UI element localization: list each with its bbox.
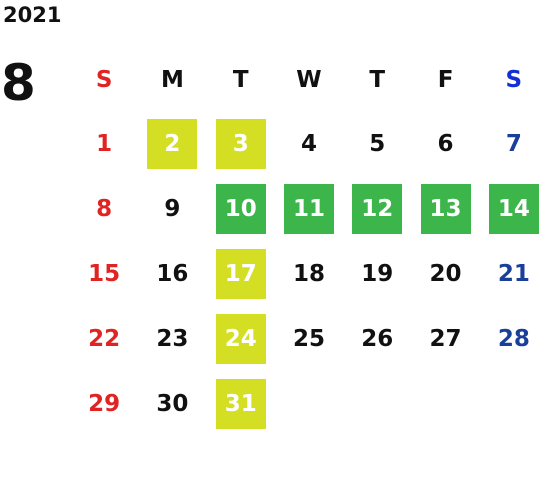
day-number: 1 [96, 130, 113, 157]
weekday-mon: M [160, 66, 184, 93]
day-number: 5 [369, 130, 386, 157]
day-cell[interactable]: 2 [138, 118, 206, 169]
day-number: 3 [215, 118, 266, 169]
weekday-sat: S [505, 66, 523, 93]
day-cell[interactable]: 11 [275, 183, 343, 234]
day-number: 10 [215, 183, 266, 234]
day-cell[interactable]: 19 [343, 249, 411, 299]
day-number: 20 [429, 260, 462, 287]
weekday-thu: T [369, 66, 386, 93]
day-cell[interactable]: 6 [411, 119, 479, 169]
day-cell[interactable]: 13 [411, 183, 479, 234]
day-cell[interactable]: 26 [343, 314, 411, 364]
day-number: 17 [215, 248, 266, 299]
day-number: 31 [215, 378, 266, 429]
day-number: 30 [156, 390, 189, 417]
week-row: 29 30 31 [70, 371, 548, 436]
day-number: 23 [156, 325, 189, 352]
day-cell[interactable]: 21 [480, 249, 548, 299]
week-row: 15 16 17 18 19 20 21 [70, 241, 548, 306]
day-cell[interactable]: 20 [411, 249, 479, 299]
weekday-header-row: S M T W T F S [70, 48, 548, 111]
day-cell[interactable]: 15 [70, 249, 138, 299]
day-cell[interactable]: 28 [480, 314, 548, 364]
day-number: 11 [283, 183, 334, 234]
week-row: 8 9 10 11 12 13 14 [70, 176, 548, 241]
day-number: 29 [88, 390, 121, 417]
calendar-year: 2021 [3, 3, 62, 27]
day-cell[interactable]: 17 [207, 248, 275, 299]
day-number: 16 [156, 260, 189, 287]
day-number: 9 [164, 195, 181, 222]
day-number: 8 [96, 195, 113, 222]
day-cell[interactable]: 24 [207, 313, 275, 364]
day-cell[interactable]: 12 [343, 183, 411, 234]
day-number: 4 [300, 130, 317, 157]
day-number: 15 [88, 260, 121, 287]
day-number: 13 [420, 183, 471, 234]
day-number: 24 [215, 313, 266, 364]
day-number: 21 [497, 260, 530, 287]
day-cell[interactable]: 22 [70, 314, 138, 364]
day-cell[interactable]: 31 [207, 378, 275, 429]
day-number: 27 [429, 325, 462, 352]
day-cell[interactable]: 23 [138, 314, 206, 364]
day-cell[interactable]: 4 [275, 119, 343, 169]
day-cell[interactable]: 18 [275, 249, 343, 299]
day-number: 26 [361, 325, 394, 352]
calendar-month: 8 [1, 54, 36, 112]
day-number: 28 [497, 325, 530, 352]
day-cell[interactable]: 25 [275, 314, 343, 364]
day-cell[interactable]: 16 [138, 249, 206, 299]
week-row: 22 23 24 25 26 27 28 [70, 306, 548, 371]
day-cell[interactable]: 5 [343, 119, 411, 169]
weekday-tue: T [232, 66, 249, 93]
day-cell[interactable]: 10 [207, 183, 275, 234]
day-number: 19 [361, 260, 394, 287]
day-cell[interactable]: 3 [207, 118, 275, 169]
day-number: 12 [352, 183, 403, 234]
day-cell[interactable]: 30 [138, 379, 206, 429]
day-cell[interactable]: 29 [70, 379, 138, 429]
day-number: 22 [88, 325, 121, 352]
day-cell[interactable]: 9 [138, 184, 206, 234]
day-cell[interactable]: 7 [480, 119, 548, 169]
day-number: 14 [488, 183, 539, 234]
weekday-sun: S [95, 66, 113, 93]
day-number: 6 [437, 130, 454, 157]
day-number: 18 [292, 260, 325, 287]
day-number: 25 [292, 325, 325, 352]
day-number: 2 [147, 118, 198, 169]
weekday-wed: W [296, 66, 322, 93]
day-cell[interactable]: 27 [411, 314, 479, 364]
day-cell[interactable]: 1 [70, 119, 138, 169]
day-cell[interactable]: 14 [480, 183, 548, 234]
day-number: 7 [505, 130, 522, 157]
day-cell[interactable]: 8 [70, 184, 138, 234]
weekday-fri: F [437, 66, 454, 93]
